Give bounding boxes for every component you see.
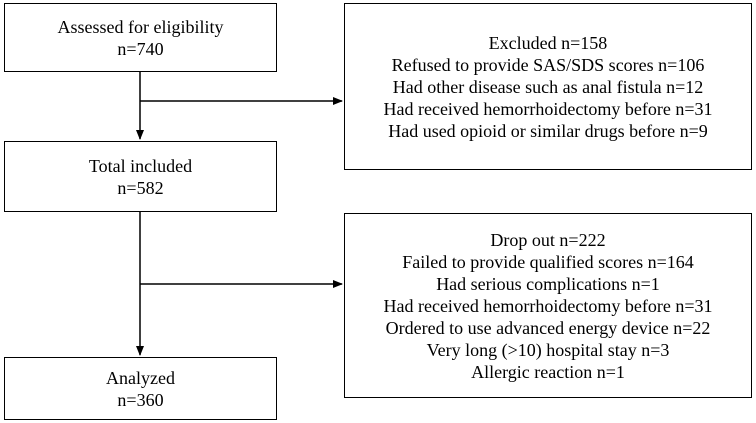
- dropout-reason: Failed to provide qualified scores n=164: [402, 251, 694, 272]
- assessed-title: Assessed for eligibility: [57, 16, 224, 37]
- excluded-reason: Had other disease such as anal fistula n…: [392, 76, 704, 97]
- included-count: n=582: [117, 177, 164, 198]
- excluded-reason: Refused to provide SAS/SDS scores n=106: [391, 54, 705, 75]
- included-box: Total included n=582: [4, 141, 277, 212]
- dropout-reason: Very long (>10) hospital stay n=3: [426, 339, 670, 360]
- assessed-count: n=740: [117, 38, 164, 59]
- excluded-reason: Had used opioid or similar drugs before …: [388, 120, 708, 141]
- excluded-title: Excluded n=158: [488, 32, 608, 53]
- dropout-reason: Had serious complications n=1: [436, 273, 660, 294]
- assessed-box: Assessed for eligibility n=740: [4, 3, 277, 72]
- excluded-box: Excluded n=158 Refused to provide SAS/SD…: [344, 3, 752, 170]
- analyzed-title: Analyzed: [106, 367, 175, 388]
- excluded-reason: Had received hemorrhoidectomy before n=3…: [383, 98, 713, 119]
- dropout-reason: Had received hemorrhoidectomy before n=3…: [383, 295, 713, 316]
- dropout-reason: Allergic reaction n=1: [471, 361, 625, 382]
- included-title: Total included: [88, 155, 193, 176]
- dropout-box: Drop out n=222 Failed to provide qualifi…: [344, 213, 752, 398]
- analyzed-box: Analyzed n=360: [4, 357, 277, 420]
- dropout-title: Drop out n=222: [490, 229, 606, 250]
- analyzed-count: n=360: [117, 389, 164, 410]
- dropout-reason: Ordered to use advanced energy device n=…: [385, 317, 711, 338]
